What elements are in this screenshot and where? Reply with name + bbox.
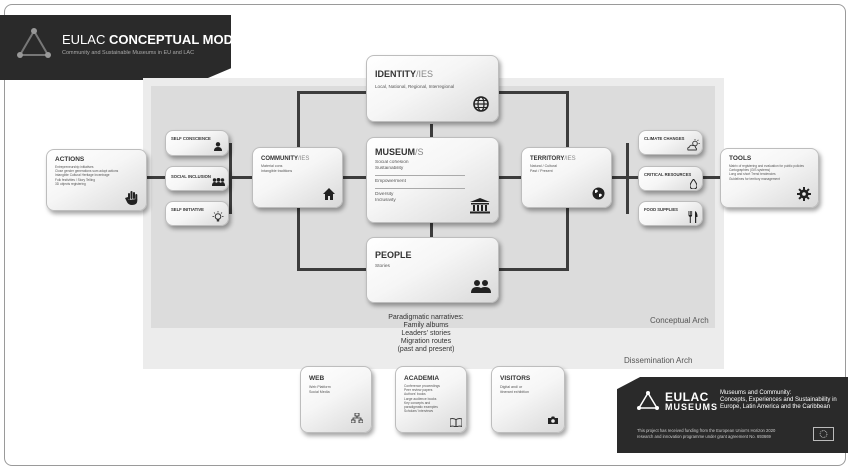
gear-icon — [797, 187, 811, 201]
identity-box: IDENTITY/IES Local, National, Regional, … — [366, 55, 499, 122]
eulac-logo-icon-footer — [637, 391, 659, 410]
social-inclusion-label: SOCIAL INCLUSION — [171, 174, 211, 179]
territory-title: TERRITORY/IES — [530, 156, 576, 162]
connector-left-bracket — [229, 143, 232, 214]
footer-badge: EULAC MUSEUMS Museums and Community:Conc… — [617, 377, 848, 453]
people-subtitle: Stories — [375, 264, 390, 269]
globe-icon — [473, 96, 489, 112]
visitors-title: VISITORS — [500, 375, 531, 382]
drop-icon — [690, 179, 697, 189]
connector-right-bracket — [626, 143, 629, 214]
people-title: PEOPLE — [375, 250, 412, 260]
footer-tagline: Museums and Community:Concepts, Experien… — [720, 390, 837, 410]
bulb-icon — [212, 211, 224, 222]
critical-resources-label: CRITICAL RESOURCES — [644, 172, 692, 177]
web-title: WEB — [309, 375, 325, 382]
footer-funding-note: This project has received funding from t… — [637, 428, 776, 439]
connector-center-top — [430, 124, 433, 138]
museum-icon — [470, 198, 490, 214]
tools-details: Matrix of registering and evaluation for… — [729, 164, 804, 181]
page-title: EULAC CONCEPTUAL MODEL — [62, 32, 250, 47]
person-icon — [214, 142, 222, 151]
page-frame — [4, 4, 846, 466]
earth-icon — [592, 187, 605, 200]
self-initiative-box: SELF INITIATIVE — [165, 201, 229, 226]
conceptual-arch-label: Conceptual Arch — [650, 316, 709, 325]
food-supplies-label: FOOD SUPPLIES — [644, 207, 678, 212]
page-subtitle: Community and Sustainable Museums in EU … — [62, 50, 195, 56]
connector-actions — [147, 176, 165, 179]
self-conscience-box: SELF CONSCIENCE — [165, 130, 229, 156]
self-conscience-label: SELF CONSCIENCE — [171, 136, 211, 141]
self-initiative-label: SELF INITIATIVE — [171, 207, 204, 212]
people-icon — [471, 280, 491, 293]
cutlery-icon — [688, 211, 698, 223]
climate-changes-box: CLIMATE CHANGES — [638, 130, 703, 155]
people-box: PEOPLE Stories — [366, 237, 499, 303]
actions-title: ACTIONS — [55, 156, 85, 163]
tools-box: TOOLS Matrix of registering and evaluati… — [720, 148, 819, 208]
book-icon — [450, 418, 462, 427]
food-supplies-box: FOOD SUPPLIES — [638, 201, 703, 226]
social-inclusion-box: SOCIAL INCLUSION — [165, 166, 229, 191]
connector-tools — [703, 176, 720, 179]
camera-icon — [548, 416, 558, 424]
community-title: COMMUNITY/IES — [261, 156, 310, 162]
eu-flag-icon — [813, 427, 834, 441]
group-icon — [212, 178, 225, 186]
eulac-logo-icon — [17, 28, 51, 58]
tools-title: TOOLS — [729, 155, 752, 162]
weather-icon — [687, 139, 700, 151]
climate-changes-label: CLIMATE CHANGES — [644, 136, 685, 141]
critical-resources-box: CRITICAL RESOURCES — [638, 166, 703, 191]
connector-center-bottom — [430, 223, 433, 237]
hand-icon — [125, 191, 138, 205]
paradigmatic-narratives: Paradigmatic narratives: Family albums L… — [388, 314, 464, 353]
museum-divider-1 — [375, 175, 465, 176]
academia-title: ACADEMIA — [404, 375, 440, 382]
identity-title: IDENTITY/IES — [375, 69, 434, 79]
home-icon — [323, 188, 335, 200]
dissemination-arch-label: Dissemination Arch — [624, 356, 693, 365]
museum-title: MUSEUM/S — [375, 147, 424, 157]
museum-values-2: Empowerment — [375, 179, 406, 184]
footer-logo: EULAC MUSEUMS — [665, 390, 719, 412]
identity-subtitle: Local, National, Regional, Interregional — [375, 84, 455, 89]
museum-divider-2 — [375, 188, 465, 189]
header-badge: EULAC CONCEPTUAL MODEL Community and Sus… — [0, 15, 231, 80]
sitemap-icon — [351, 413, 363, 423]
